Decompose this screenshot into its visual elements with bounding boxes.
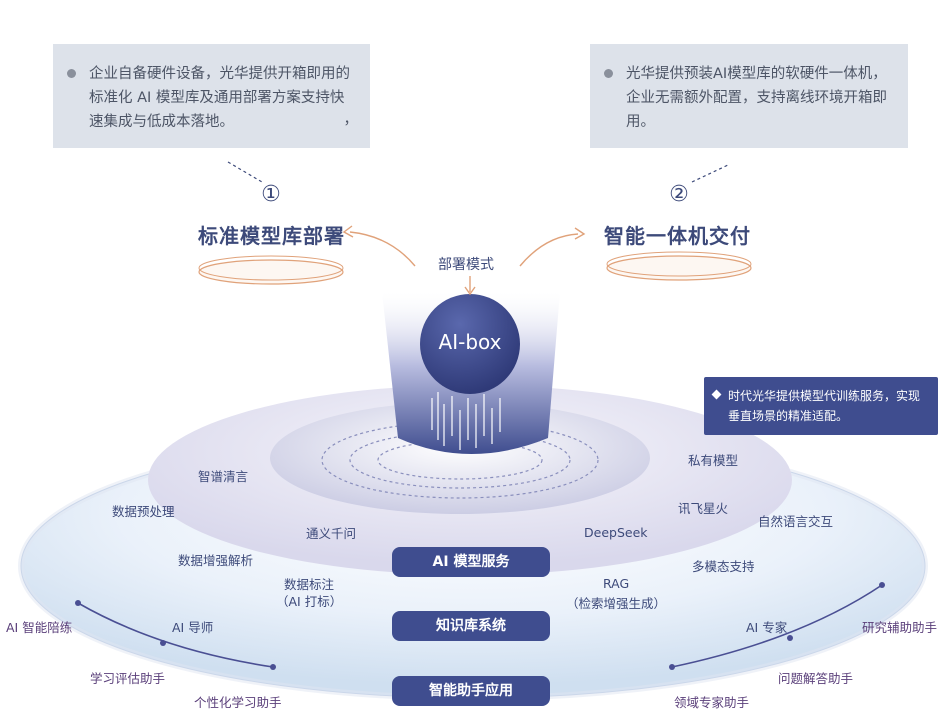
model-xunfei: 讯飞星火 xyxy=(678,501,729,516)
callout-left-mark: ， xyxy=(343,112,359,128)
kb-multimodal: 多模态支持 xyxy=(692,559,755,574)
ai-box-sphere xyxy=(420,294,520,394)
assistant-assess: 学习评估助手 xyxy=(90,671,166,686)
model-zhipu: 智谱清言 xyxy=(198,469,249,484)
kb-rag-sub: （检索增强生成） xyxy=(566,596,667,611)
layer-knowledge-base: 知识库系统 xyxy=(392,611,550,641)
bullet-icon xyxy=(67,69,76,78)
kb-enhance: 数据增强解析 xyxy=(178,553,254,568)
mode-number-2: ② xyxy=(669,182,689,207)
layer-ai-model-service: AI 模型服务 xyxy=(392,547,550,577)
assistant-domain: 领域专家助手 xyxy=(674,695,750,710)
diamond-icon xyxy=(711,389,722,400)
mode-title-appliance: 智能一体机交付 xyxy=(604,224,751,248)
mode-number-1: ① xyxy=(261,182,281,207)
bullet-icon xyxy=(604,69,613,78)
callout-right-text: 光华提供预装AI模型库的软硬件一体机，企业无需额外配置，支持离线环境开箱即用。 xyxy=(626,66,887,130)
mode-title-standard: 标准模型库部署 xyxy=(198,224,345,248)
callout-left-text: 企业自备硬件设备，光华提供开箱即用的标准化 AI 模型库及通用部署方案支持快速集… xyxy=(89,66,350,130)
assistant-tutor: AI 导师 xyxy=(172,620,214,635)
assistant-expert: AI 专家 xyxy=(746,620,788,635)
assistant-personal: 个性化学习助手 xyxy=(194,695,282,710)
model-private: 私有模型 xyxy=(688,453,739,468)
training-service-note: 时代光华提供模型代训练服务，实现垂直场景的精准适配。 xyxy=(704,377,938,435)
kb-rag: RAG xyxy=(603,576,630,591)
kb-nlp: 自然语言交互 xyxy=(758,514,834,529)
assistant-research: 研究辅助助手 xyxy=(862,620,938,635)
kb-preprocess: 数据预处理 xyxy=(112,504,175,519)
layer-smart-assistant: 智能助手应用 xyxy=(392,676,550,706)
assistant-coach: AI 智能陪练 xyxy=(6,620,73,635)
kb-annotate: 数据标注 xyxy=(284,577,335,592)
kb-annotate-sub: （AI 打标） xyxy=(276,594,343,609)
note-text: 时代光华提供模型代训练服务，实现垂直场景的精准适配。 xyxy=(728,389,921,423)
model-tongyi: 通义千问 xyxy=(306,526,357,541)
inner-disc xyxy=(270,402,650,514)
model-deepseek: DeepSeek xyxy=(584,525,648,540)
assistant-qa: 问题解答助手 xyxy=(778,671,854,686)
callout-standard-deployment: 企业自备硬件设备，光华提供开箱即用的标准化 AI 模型库及通用部署方案支持快速集… xyxy=(53,44,370,148)
ai-box-label: AI-box xyxy=(438,330,502,354)
callout-appliance-delivery: 光华提供预装AI模型库的软硬件一体机，企业无需额外配置，支持离线环境开箱即用。 xyxy=(590,44,908,148)
deployment-mode-label: 部署模式 xyxy=(438,257,494,273)
